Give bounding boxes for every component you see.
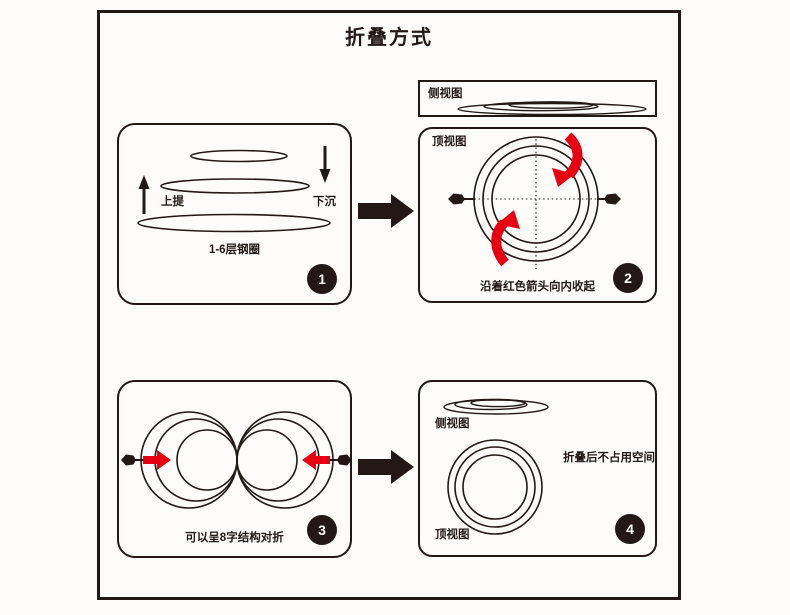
lift-up-arrow-icon <box>138 175 150 214</box>
red-fold-arrow-top <box>552 132 583 187</box>
step4-note: 折叠后不占用空间 <box>563 452 655 464</box>
step3-panel: 可以呈8字结构对折 3 <box>117 380 352 558</box>
flow-arrow-step1-to-step2 <box>358 194 414 228</box>
diagram-title: 折叠方式 <box>345 27 433 49</box>
ring-ellipse-medium <box>160 178 310 194</box>
side-ellipse-inner <box>508 101 594 109</box>
ring-ellipse-large <box>137 213 331 233</box>
lift-label: 上提 <box>161 196 184 208</box>
left-handle-knob <box>448 193 475 205</box>
flow-arrow-step3-to-step4 <box>358 450 414 484</box>
step4-folded-drawing <box>443 398 549 535</box>
step4-badge: 4 <box>615 514 645 544</box>
step4-top-view-label: 顶视图 <box>435 529 470 541</box>
step3-badge: 3 <box>307 515 337 545</box>
red-push-arrow-right <box>302 450 330 470</box>
step4-panel: 侧视图 顶视图 折叠后不占用空间 4 <box>418 380 657 557</box>
step3-caption: 可以呈8字结构对折 <box>185 532 284 544</box>
red-fold-arrow-bottom <box>491 210 520 267</box>
step2-panel: 顶视图 沿着红色箭头向内收起 2 <box>418 127 657 303</box>
step4-side-view-label: 侧视图 <box>435 418 470 430</box>
side-view-strip: 侧视图 <box>418 80 657 117</box>
step2-badge: 2 <box>613 263 643 293</box>
right-handle-knob <box>597 193 621 205</box>
side-view-ellipses <box>457 101 647 116</box>
sink-label: 下沉 <box>313 196 336 208</box>
side-ellipse-outer <box>457 102 647 116</box>
right-handle-knob <box>328 454 352 466</box>
folded-top-view-circles <box>447 439 543 535</box>
step2-topview-drawing <box>448 132 621 269</box>
ring-ellipse-small <box>190 149 288 163</box>
step1-rings-drawing <box>137 146 331 233</box>
step2-caption: 沿着红色箭头向内收起 <box>480 281 595 293</box>
top-side-view-label: 侧视图 <box>428 88 463 100</box>
sink-down-arrow-icon <box>319 146 331 183</box>
step1-badge: 1 <box>307 264 337 294</box>
ring-circle-inner <box>491 154 581 244</box>
step3-figure8-drawing <box>121 411 352 509</box>
red-push-arrow-left <box>143 450 171 470</box>
step1-panel: 上提 下沉 1-6层钢圈 1 <box>117 123 352 305</box>
folded-side-view-ellipses <box>443 398 549 415</box>
ring-circle-middle <box>482 145 590 253</box>
step1-caption: 1-6层钢圈 <box>208 244 261 256</box>
step2-view-label: 顶视图 <box>432 136 467 148</box>
